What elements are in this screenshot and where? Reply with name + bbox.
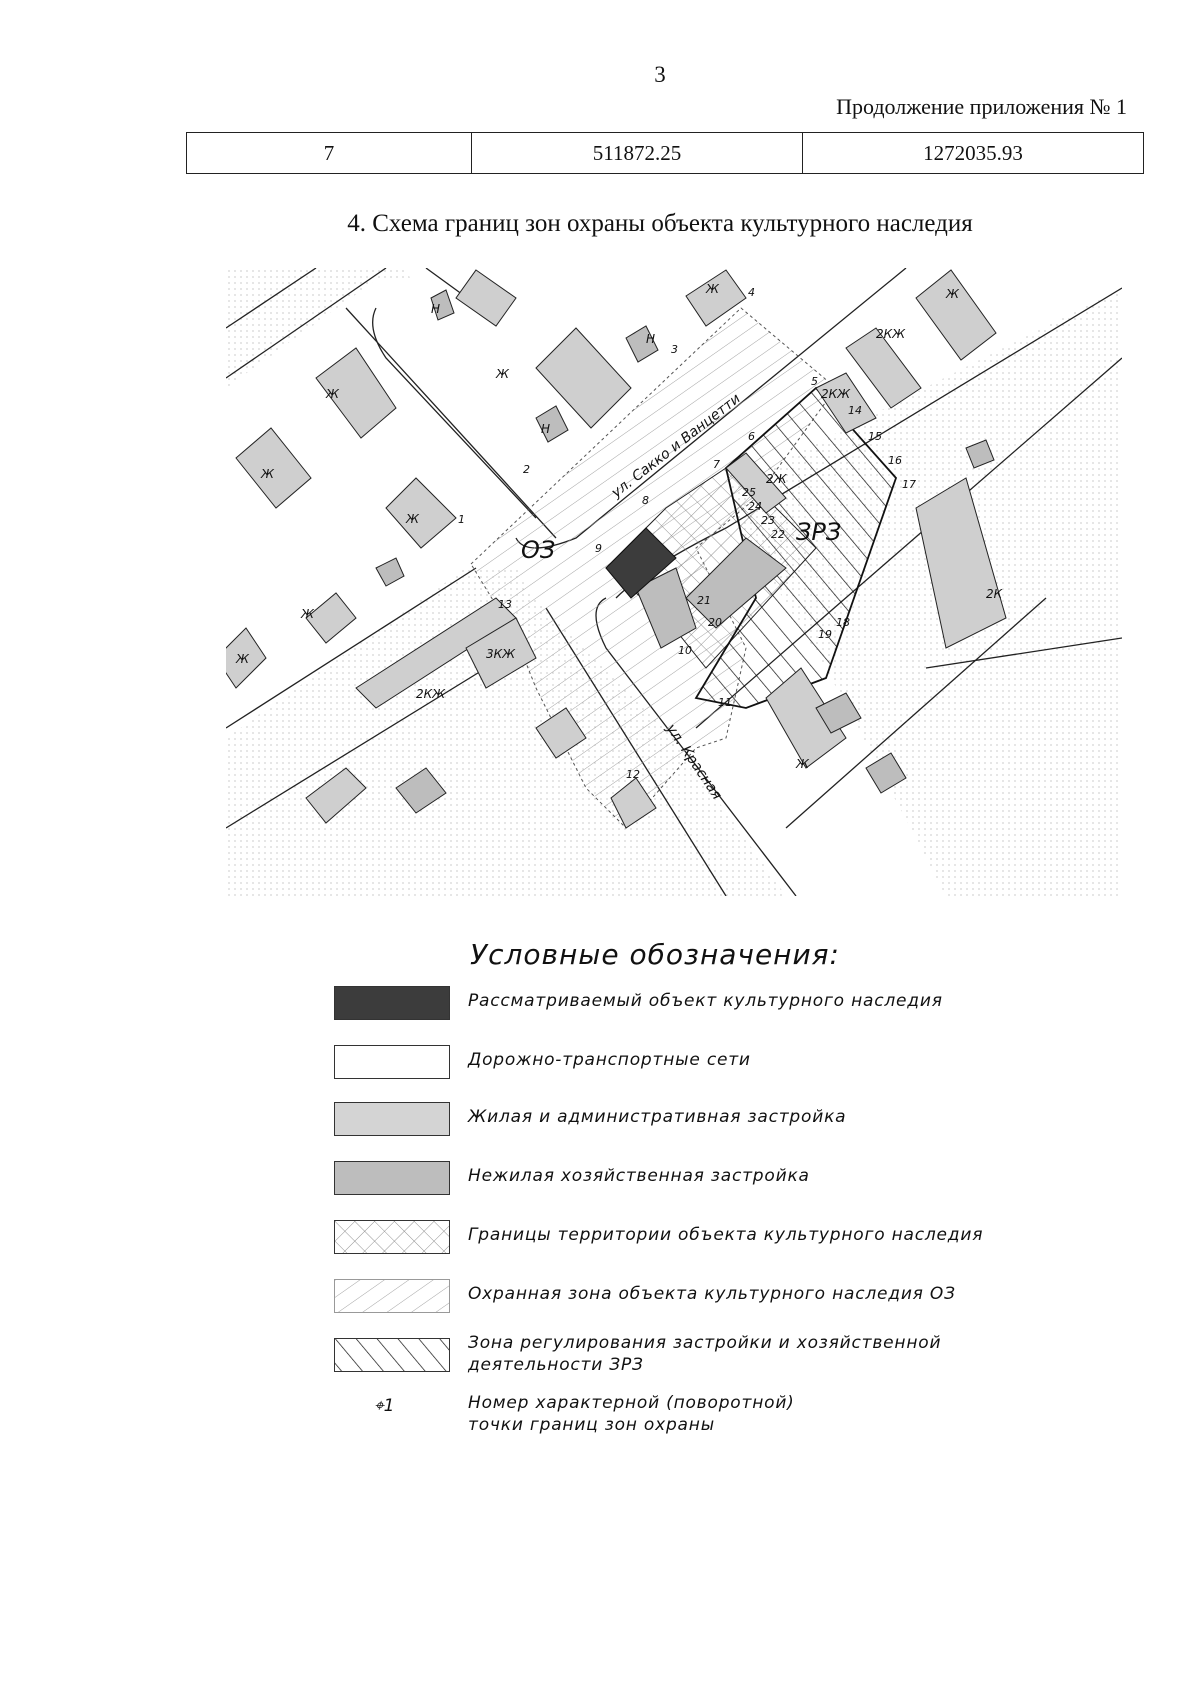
swatch-light-gray bbox=[334, 1102, 450, 1136]
svg-text:18: 18 bbox=[836, 616, 850, 629]
x-coordinate-cell: 511872.25 bbox=[471, 132, 803, 174]
legend-label: Нежилая хозяйственная застройка bbox=[468, 1166, 810, 1186]
svg-text:16: 16 bbox=[888, 454, 902, 467]
svg-text:12: 12 bbox=[626, 768, 640, 781]
svg-text:Ж: Ж bbox=[325, 387, 340, 401]
svg-text:25: 25 bbox=[742, 486, 756, 499]
svg-text:22: 22 bbox=[771, 528, 785, 541]
svg-text:4: 4 bbox=[748, 286, 755, 299]
svg-text:Н: Н bbox=[541, 422, 550, 436]
svg-text:ЗРЗ: ЗРЗ bbox=[796, 518, 841, 546]
svg-text:Ж: Ж bbox=[945, 287, 960, 301]
zone-boundary-map: ОЗ ЗРЗ ул. Сакко и Ванцетти ул. Красная … bbox=[226, 268, 1122, 896]
coordinate-table: 7 511872.25 1272035.93 bbox=[186, 132, 1144, 174]
svg-text:19: 19 bbox=[818, 628, 832, 641]
svg-text:2КЖ: 2КЖ bbox=[821, 387, 851, 401]
svg-text:21: 21 bbox=[697, 594, 711, 607]
svg-text:14: 14 bbox=[848, 404, 862, 417]
y-coordinate-cell: 1272035.93 bbox=[802, 132, 1144, 174]
svg-text:23: 23 bbox=[761, 514, 775, 527]
svg-text:2: 2 bbox=[523, 463, 530, 476]
swatch-dark bbox=[334, 986, 450, 1020]
svg-text:1: 1 bbox=[458, 513, 465, 526]
page-number: 3 bbox=[654, 62, 666, 87]
point-marker-icon: ⌖1 bbox=[374, 1396, 395, 1416]
legend-title: Условные обозначения: bbox=[470, 938, 840, 971]
svg-text:8: 8 bbox=[642, 494, 649, 507]
section-title: 4. Схема границ зон охраны объекта культ… bbox=[347, 210, 973, 237]
svg-text:24: 24 bbox=[748, 500, 762, 513]
svg-text:Ж: Ж bbox=[495, 367, 510, 381]
svg-text:7: 7 bbox=[713, 458, 720, 471]
svg-text:Ж: Ж bbox=[795, 757, 810, 771]
svg-text:Ж: Ж bbox=[235, 652, 250, 666]
legend-label: Охранная зона объекта культурного наслед… bbox=[468, 1284, 956, 1304]
svg-text:2КЖ: 2КЖ bbox=[876, 327, 906, 341]
svg-text:3КЖ: 3КЖ bbox=[486, 647, 516, 661]
svg-text:Ж: Ж bbox=[260, 467, 275, 481]
svg-text:Н: Н bbox=[431, 302, 440, 316]
svg-text:ОЗ: ОЗ bbox=[521, 536, 555, 564]
svg-text:Ж: Ж bbox=[705, 282, 720, 296]
swatch-cross-hatch bbox=[334, 1220, 450, 1254]
svg-text:2К: 2К bbox=[986, 587, 1003, 601]
svg-text:5: 5 bbox=[811, 375, 818, 388]
appendix-continuation: Продолжение приложения № 1 bbox=[836, 94, 1127, 119]
svg-text:20: 20 bbox=[708, 616, 722, 629]
legend-label: Дорожно-транспортные сети bbox=[468, 1050, 751, 1070]
svg-text:10: 10 bbox=[678, 644, 692, 657]
swatch-white bbox=[334, 1045, 450, 1079]
svg-text:Ж: Ж bbox=[300, 607, 315, 621]
svg-text:2КЖ: 2КЖ bbox=[416, 687, 446, 701]
swatch-bold-hatch bbox=[334, 1338, 450, 1372]
swatch-light-hatch bbox=[334, 1279, 450, 1313]
swatch-gray bbox=[334, 1161, 450, 1195]
svg-text:11: 11 bbox=[718, 696, 732, 709]
svg-text:3: 3 bbox=[671, 343, 678, 356]
svg-text:6: 6 bbox=[748, 430, 755, 443]
legend-label: Зона регулирования застройки и хозяйстве… bbox=[468, 1333, 942, 1375]
svg-text:2Ж: 2Ж bbox=[766, 472, 788, 486]
table-row: 7 511872.25 1272035.93 bbox=[186, 132, 1144, 174]
svg-text:13: 13 bbox=[498, 598, 512, 611]
svg-text:9: 9 bbox=[595, 542, 602, 555]
svg-text:17: 17 bbox=[902, 478, 916, 491]
legend-label: Жилая и административная застройка bbox=[468, 1107, 847, 1127]
svg-text:Н: Н bbox=[646, 332, 655, 346]
point-marker-label: 1 bbox=[383, 1396, 395, 1416]
svg-text:15: 15 bbox=[868, 430, 882, 443]
point-number-cell: 7 bbox=[186, 132, 472, 174]
legend-label: Рассматриваемый объект культурного насле… bbox=[468, 991, 943, 1011]
legend-label: Границы территории объекта культурного н… bbox=[468, 1225, 984, 1245]
svg-text:Ж: Ж bbox=[405, 512, 420, 526]
legend-label: Номер характерной (поворотной) точки гра… bbox=[468, 1393, 795, 1435]
